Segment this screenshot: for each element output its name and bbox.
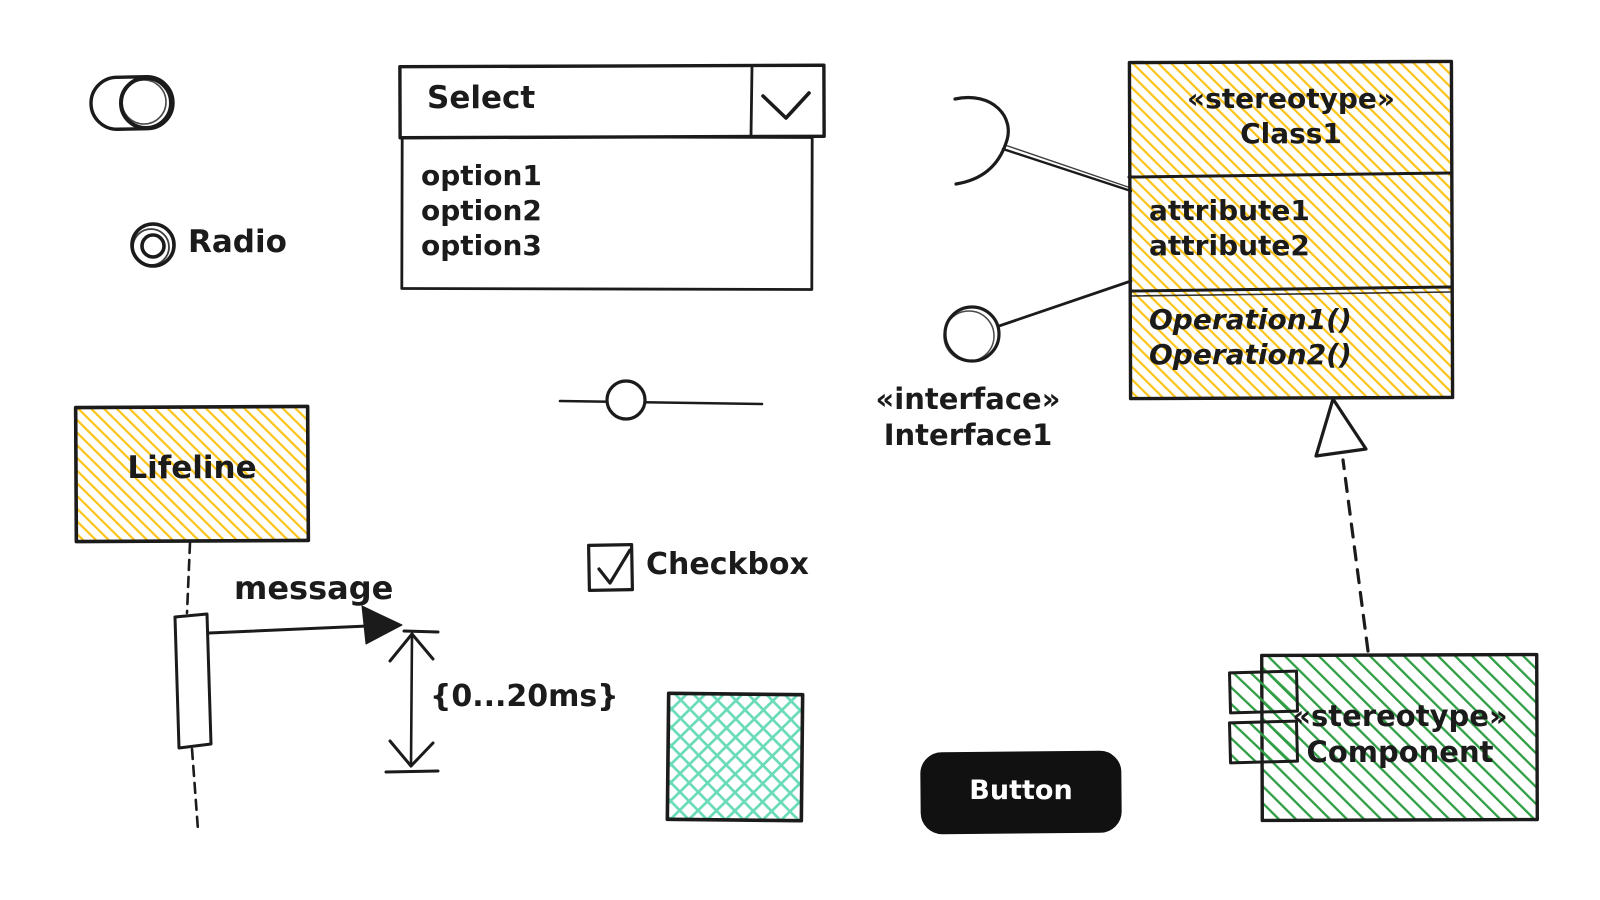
slider-knob[interactable] <box>605 379 647 421</box>
lifeline-dashed-line <box>185 541 192 615</box>
checkbox-label: Checkbox <box>646 547 809 582</box>
class-stereotype: «stereotype» <box>1187 82 1395 115</box>
select-option[interactable]: option2 <box>421 194 542 227</box>
socket-connector-line <box>1001 147 1133 193</box>
select-trigger[interactable] <box>398 63 826 140</box>
checkbox[interactable] <box>587 543 634 592</box>
teal-square <box>665 691 805 823</box>
toggle-track[interactable] <box>89 75 175 131</box>
lifeline-head <box>73 404 311 832</box>
ball-connector-line <box>997 279 1133 328</box>
component-name: Component <box>1306 735 1494 769</box>
radio-label: Radio <box>188 224 287 260</box>
class-divider-1 <box>1127 171 1454 179</box>
component-stereotype: «stereotype» <box>1292 699 1508 733</box>
button[interactable] <box>920 750 1122 835</box>
select-option[interactable]: option1 <box>421 159 542 192</box>
uml-component-box <box>1227 652 1539 823</box>
radio-dot <box>140 233 166 259</box>
button-label[interactable]: Button <box>969 775 1073 806</box>
duration-arrow <box>384 629 440 774</box>
interface-name: Interface1 <box>883 418 1053 452</box>
class-attribute: attribute1 <box>1149 194 1310 227</box>
chevron-down-icon[interactable] <box>761 91 811 120</box>
message-arrow <box>207 605 403 645</box>
message-label: message <box>234 569 394 607</box>
realization-triangle-icon <box>1314 397 1368 458</box>
required-interface-socket <box>953 96 1133 193</box>
class-operation: Operation1() <box>1149 303 1352 336</box>
class-operation: Operation2() <box>1149 338 1352 371</box>
component-tab-bottom <box>1227 719 1300 765</box>
select-dropdown[interactable] <box>398 63 826 291</box>
select-value[interactable]: Select <box>427 80 536 116</box>
interface-stereotype: «interface» <box>875 382 1061 416</box>
class-attribute: attribute2 <box>1149 229 1310 262</box>
slider[interactable] <box>558 379 764 421</box>
component-tab-top <box>1227 669 1300 715</box>
toggle-knob[interactable] <box>119 76 173 130</box>
check-icon <box>597 548 632 585</box>
class-name: Class1 <box>1240 117 1342 150</box>
timing-constraint-label: {0...20ms} <box>430 679 619 714</box>
activation-bar <box>173 612 213 750</box>
select-option[interactable]: option3 <box>421 229 542 262</box>
slider-track[interactable] <box>558 399 764 406</box>
realization-arrow <box>1314 397 1370 653</box>
lifeline-label: Lifeline <box>127 450 257 486</box>
uml-class-box <box>1127 59 1455 401</box>
class-divider-2 <box>1128 285 1454 293</box>
radio-button[interactable] <box>130 222 176 268</box>
provided-interface-ball <box>943 279 1133 363</box>
toggle-switch[interactable] <box>89 75 175 131</box>
arrowhead-icon <box>361 605 403 645</box>
